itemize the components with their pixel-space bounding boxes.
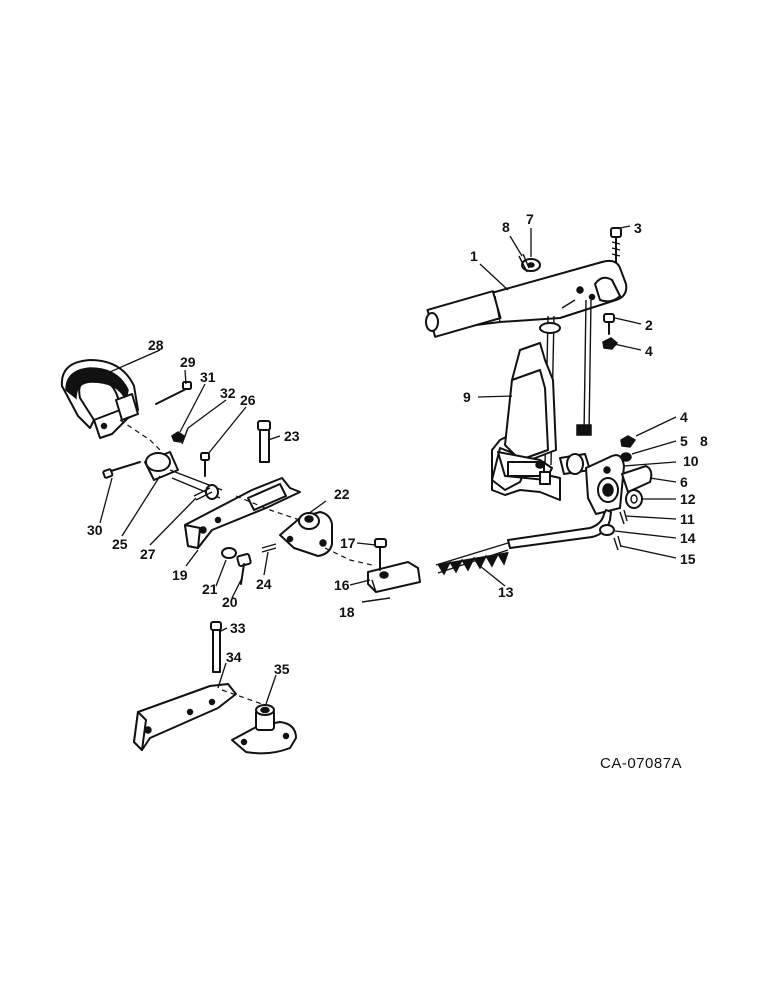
drawing-reference-number: CA-07087A: [600, 755, 682, 772]
pin-26: [200, 452, 210, 477]
callout-34: 34: [226, 649, 242, 665]
cotter-pin-8: [518, 253, 530, 273]
pin-27: [193, 487, 213, 501]
callout-11: 11: [680, 511, 695, 527]
pivot-base-35: [231, 704, 297, 755]
dashed-link: [324, 547, 373, 566]
callout-9: 9: [463, 389, 471, 405]
clevis-16: [367, 561, 421, 593]
callout-13: 13: [498, 584, 514, 600]
mounting-bracket-9: [491, 342, 591, 501]
callout-15: 15: [680, 551, 696, 567]
callout-30: 30: [87, 522, 103, 538]
callout-24: 24: [256, 576, 272, 592]
callout-26: 26: [240, 392, 256, 408]
callout-35: 35: [274, 661, 290, 677]
shaft-25: [144, 451, 223, 500]
callout-7: 7: [526, 211, 534, 227]
screw-2: [603, 313, 615, 335]
adjusting-rod-13: [435, 509, 612, 576]
bolt-20: [236, 553, 252, 585]
callout-19: 19: [172, 567, 188, 583]
washer-5: [620, 452, 632, 462]
nut-31: [171, 431, 185, 443]
callout-2: 2: [645, 317, 653, 333]
pin-32: [181, 427, 189, 445]
callout-5: 5: [680, 433, 688, 449]
leader-lines: [99, 225, 677, 705]
pin-17: [374, 538, 387, 571]
callout-10: 10: [683, 453, 699, 469]
lever-bracket-19: [184, 477, 320, 549]
bracket-34: [133, 683, 263, 751]
callout-21: 21: [202, 581, 218, 597]
hand-lever: [425, 259, 628, 338]
callout-29: 29: [180, 354, 196, 370]
callout-4a: 4: [645, 343, 653, 359]
nut-4-upper: [602, 337, 619, 350]
callout-25: 25: [112, 536, 128, 552]
pin-23: [257, 420, 271, 463]
callout-8b: 8: [700, 433, 708, 449]
callout-3: 3: [634, 220, 642, 236]
callout-22: 22: [334, 486, 350, 502]
pin-18: [361, 597, 391, 603]
cotter-pin-15: [613, 535, 622, 551]
callout-32: 32: [220, 385, 236, 401]
pin-11: [619, 509, 628, 525]
callout-20: 20: [222, 594, 238, 610]
bolt-29: [155, 381, 192, 405]
callout-labels: 1 2 3 4 4 5 6 7 8 8 9 10 11 12 13 14 15 …: [87, 211, 708, 677]
washer-21: [221, 547, 237, 559]
nut-4-lower: [620, 435, 637, 448]
pin-24: [261, 543, 277, 553]
washer-14: [599, 524, 615, 536]
callout-33: 33: [230, 620, 246, 636]
callout-27: 27: [140, 546, 156, 562]
pivot-assembly: [585, 454, 653, 515]
callout-14: 14: [680, 530, 696, 546]
callout-1: 1: [470, 248, 478, 264]
bolt-3: [610, 227, 622, 263]
callout-18: 18: [339, 604, 355, 620]
bolt-33: [210, 621, 222, 673]
callout-12: 12: [680, 491, 696, 507]
callout-8a: 8: [502, 219, 510, 235]
callout-28: 28: [148, 337, 164, 353]
bolt-30: [102, 461, 141, 479]
callout-16: 16: [334, 577, 350, 593]
callout-6: 6: [680, 474, 688, 490]
washer-7: [521, 258, 541, 272]
callout-17: 17: [340, 535, 356, 551]
callout-4b: 4: [680, 409, 688, 425]
bellcrank-22: [279, 511, 333, 557]
band-28: [60, 359, 161, 451]
callout-31: 31: [200, 369, 216, 385]
callout-23: 23: [284, 428, 300, 444]
